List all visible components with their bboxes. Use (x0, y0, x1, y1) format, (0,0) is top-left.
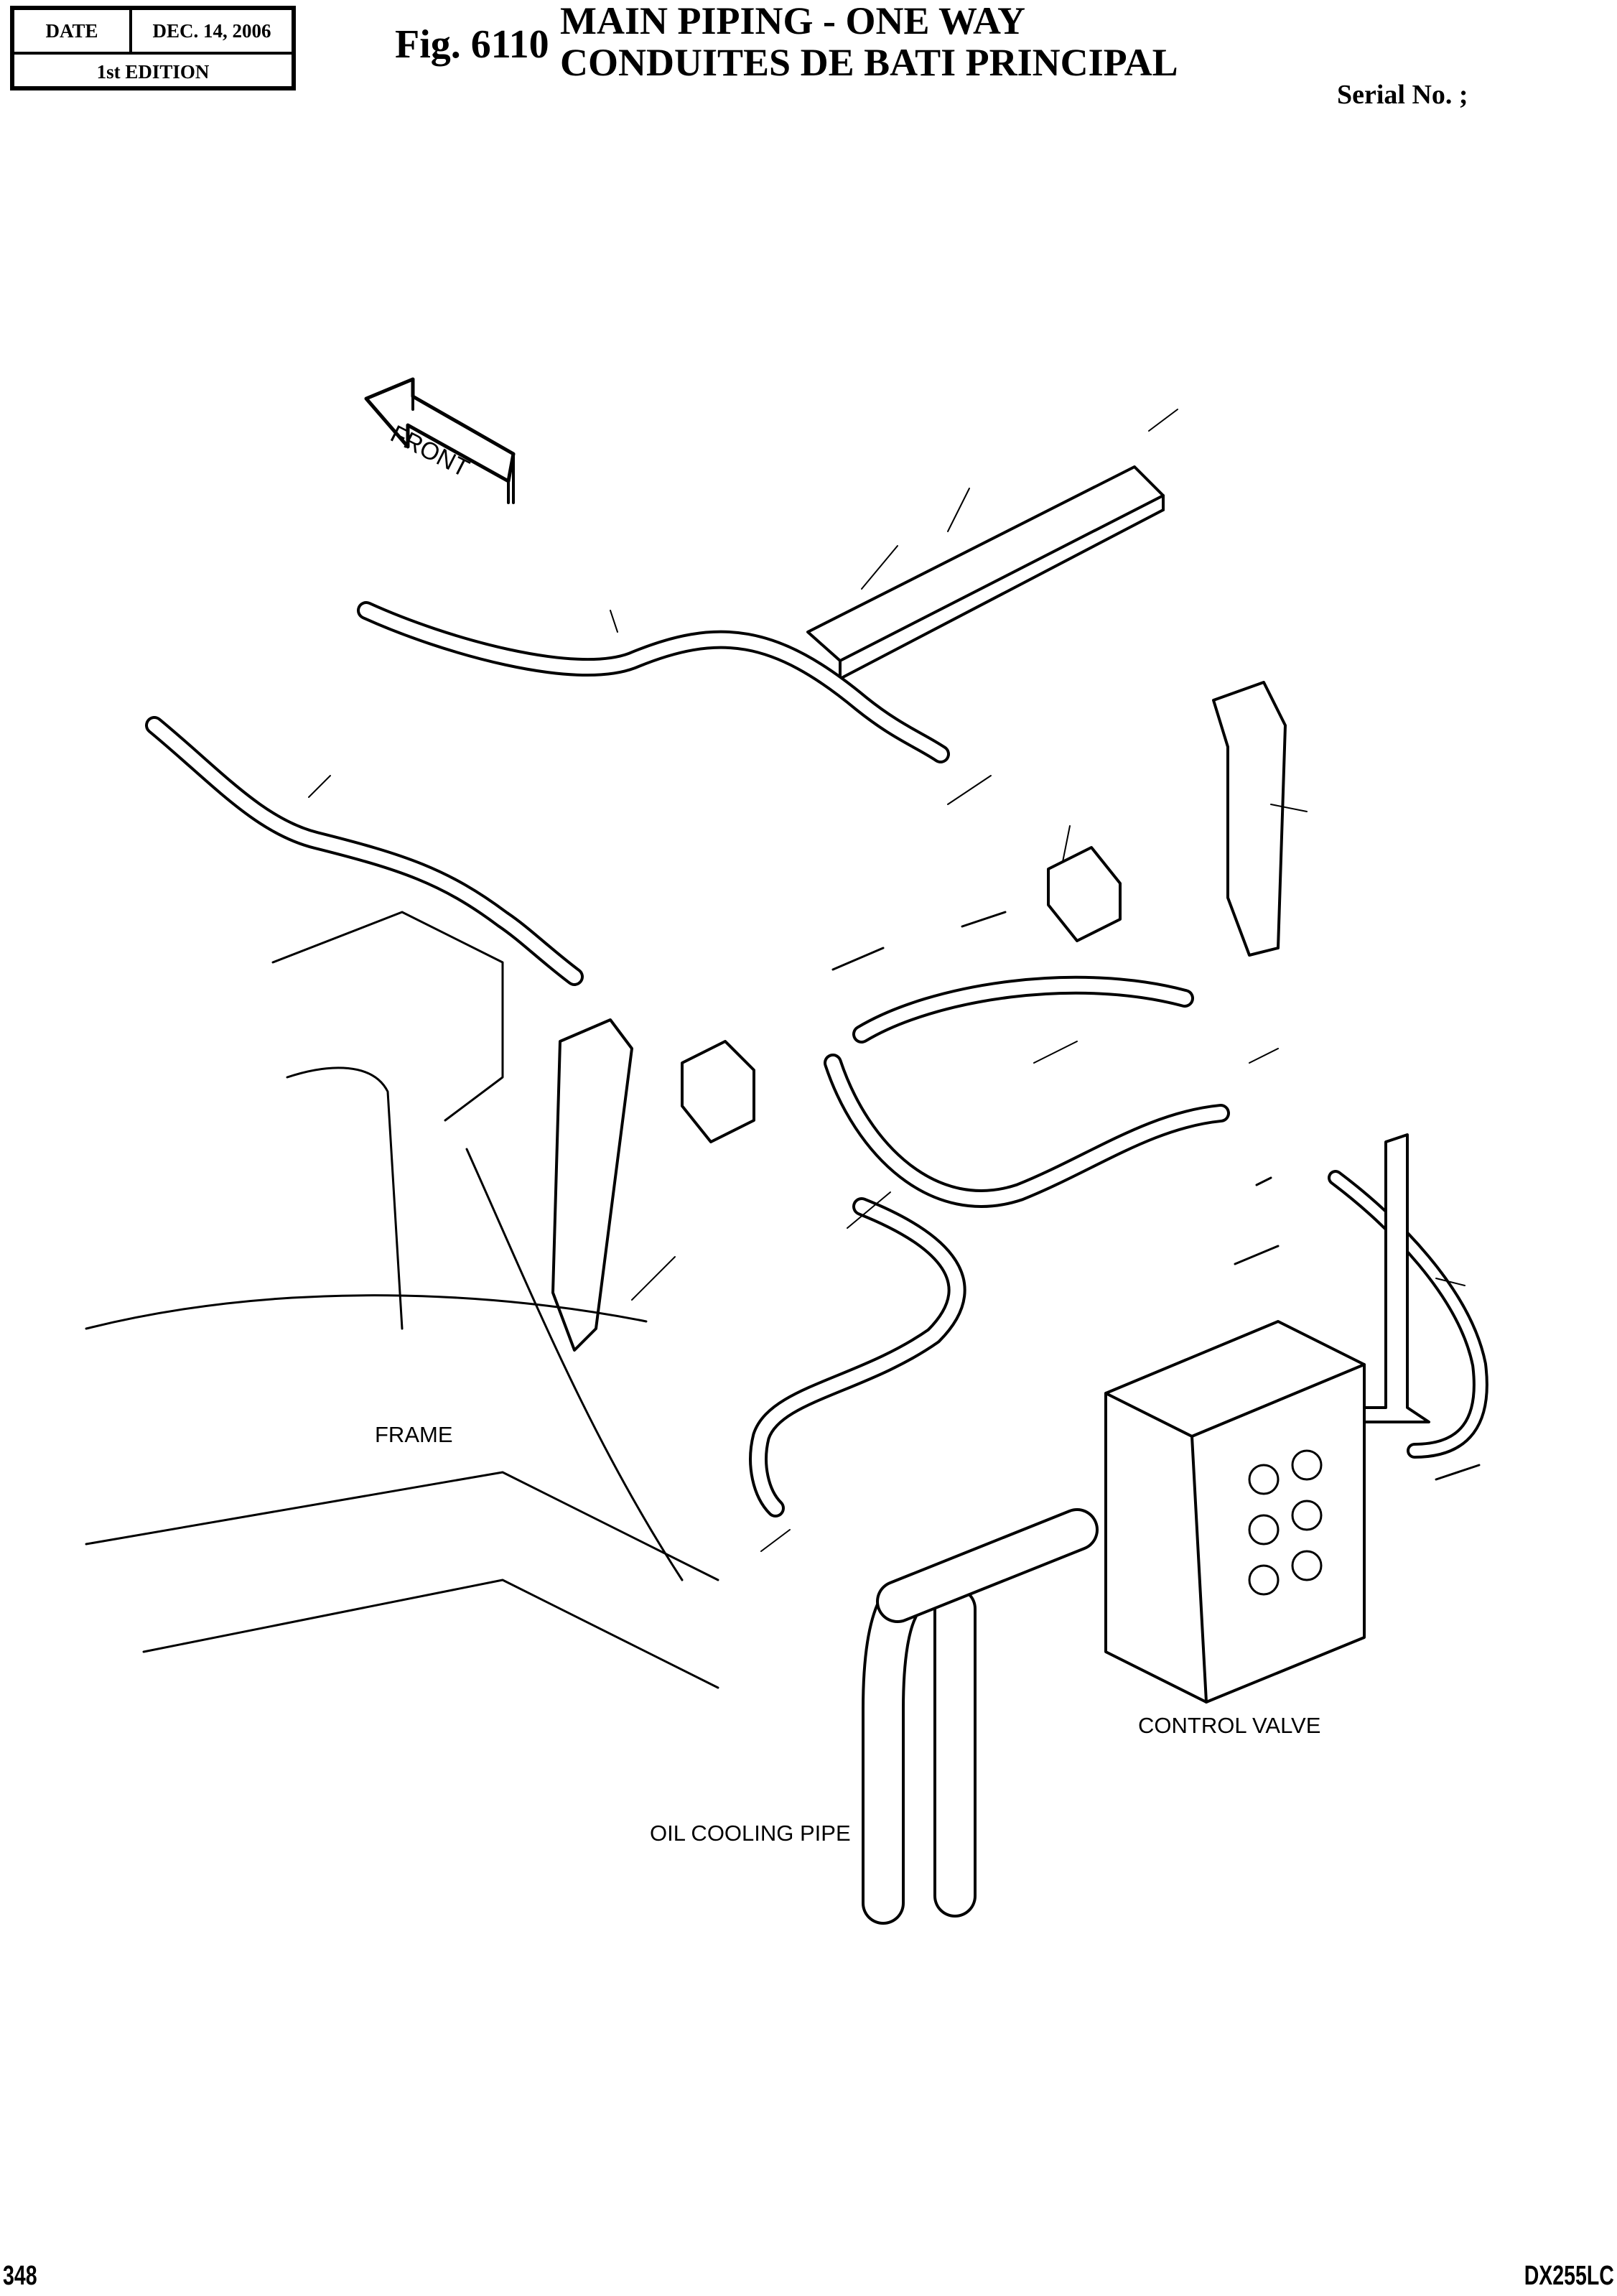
control-valve (1104, 1320, 1366, 1704)
bracket-left (551, 1018, 633, 1352)
edition: 1st EDITION (96, 60, 210, 83)
hose-upper (357, 601, 950, 763)
date-value: DEC. 14, 2006 (152, 19, 271, 42)
hose-center (749, 975, 1230, 1518)
frame-label: FRAME (375, 1422, 453, 1447)
title-fr: CONDUITES DE BATI PRINCIPAL (560, 41, 1178, 84)
date-label: DATE (14, 10, 132, 52)
page-number: 348 (3, 2261, 37, 2291)
serial-number: Serial No. ; (1337, 80, 1468, 110)
oil-cooling-pipe-label: OIL COOLING PIPE (650, 1821, 851, 1846)
control-valve-label: CONTROL VALVE (1138, 1713, 1321, 1738)
figure-number: Fig. 6110 (395, 22, 549, 67)
frame (85, 911, 719, 1689)
title-en: MAIN PIPING - ONE WAY (560, 0, 1026, 42)
mounting-plate (806, 465, 1165, 680)
front-arrow-icon (364, 377, 516, 504)
hose-lower-left (145, 716, 584, 986)
oil-cooling-pipe (862, 1508, 1099, 1925)
valve-block-upper (1047, 846, 1122, 942)
model-number: DX255LC (1524, 2261, 1614, 2291)
bolts (831, 911, 1481, 1481)
leader-lines (308, 409, 1465, 1552)
bracket-right (1212, 681, 1287, 957)
page-title: MAIN PIPING - ONE WAY CONDUITES DE BATI … (560, 0, 1178, 83)
pipe-right (1328, 1133, 1488, 1459)
valve-block-lower (681, 1040, 755, 1143)
date-box: DATE DEC. 14, 2006 1st EDITION (10, 6, 296, 90)
